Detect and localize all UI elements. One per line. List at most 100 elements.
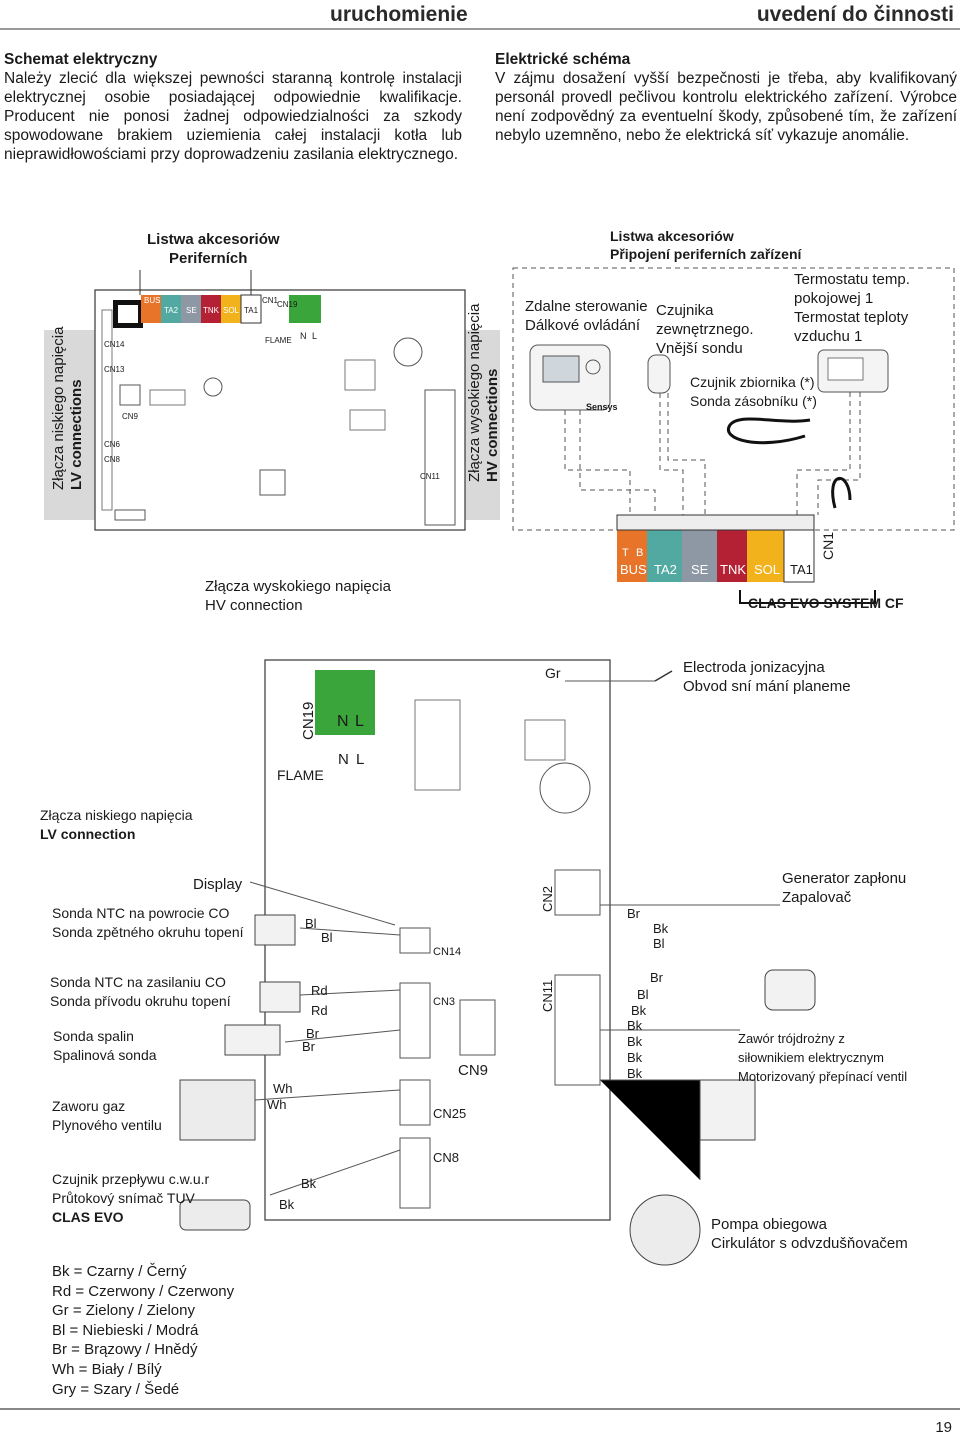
ntc-ret-1: Sonda NTC na powrocie CO [52, 905, 230, 921]
board-hv-pins [424, 389, 456, 526]
term-screws [616, 514, 815, 531]
acc-left-2: Periferních [169, 250, 248, 267]
gas-2: Plynového ventilu [52, 1117, 162, 1133]
board-term-sol [221, 295, 241, 323]
pump-label: Pompa obiegowa Cirkulátor s odvzdušňovač… [711, 1215, 908, 1253]
wire-thermo-2 [817, 392, 861, 515]
tb-b-label: B [636, 547, 644, 559]
term-bus-label: BUS [620, 562, 647, 577]
board-cn8-label: CN8 [104, 455, 121, 464]
flue-label: Sonda spalin Spalinová sonda [53, 1027, 157, 1065]
remote-screen [542, 355, 580, 383]
wire-bl-1: Bl [305, 916, 317, 931]
lv-conn-1: Złącza niskiego napięcia [40, 807, 193, 823]
accessory-left-label: Listwa akcesoriów Periferních [147, 230, 280, 268]
legend-item: Wh = Biały / Bílý [52, 1360, 162, 1378]
wire-ntc-return [299, 927, 401, 936]
conn-cn8 [399, 1137, 431, 1209]
valve-label: Zawór trójdrożny z siłownikiem elektrycz… [738, 1029, 907, 1086]
header-right: uvedení do činnosti [756, 3, 954, 26]
wire-r2-2: Bk [631, 1003, 647, 1018]
header-left: uruchomienie [330, 3, 468, 26]
display-wires [249, 881, 396, 926]
remote-2: Dálkové ovládání [525, 317, 641, 334]
n-label-top: N [337, 713, 349, 730]
flue-2: Spalinová sonda [53, 1047, 157, 1063]
term-se-block [682, 530, 717, 582]
flow-3: CLAS EVO [52, 1209, 124, 1225]
tb-t-label: T [622, 547, 629, 559]
acc-right-2: Připojení periferních zařízení [610, 246, 802, 262]
clas-bracket [739, 590, 876, 604]
cn2-label: CN2 [540, 885, 555, 912]
cn8-label: CN8 [433, 1150, 460, 1165]
ntc-flow-1: Sonda NTC na zasilaniu CO [50, 974, 226, 990]
legend-item: Bl = Niebieski / Modrá [52, 1321, 199, 1339]
wire-ext-1 [659, 393, 684, 515]
hv-connection-label: Złącza wyskokiego napięcia HV connection [205, 577, 391, 615]
thermo-1: Termostatu temp. [794, 271, 910, 288]
remote-knob [585, 359, 601, 375]
conn-cn11 [554, 974, 601, 1086]
sensys-brand: Sensys [586, 402, 618, 412]
ignition-device [764, 969, 816, 1011]
acc-left-1: Listwa akcesoriów [147, 231, 280, 248]
intro-polish-body: Należy zlecić dla większej pewności star… [4, 70, 462, 163]
rj-connector-inner [118, 305, 138, 323]
wire-r2-3: Bk [627, 1018, 643, 1033]
board-relay-2 [349, 409, 386, 431]
lv-side-line1: Złącza niskiego napięcia [50, 326, 67, 490]
board-transformer [259, 469, 286, 496]
term-tnk-block [717, 530, 747, 582]
accessory-right-label: Listwa akcesoriów Připojení periferních … [610, 227, 801, 263]
ntc-flow-2: Sonda přívodu okruhu topení [50, 993, 231, 1009]
ignition-label: Generator zapłonu Zapalovač [782, 869, 906, 907]
ion-1: Electroda jonizacyjna [683, 659, 825, 676]
board-flame-label: FLAME [265, 336, 292, 345]
main-board-top [94, 289, 466, 531]
l-label: L [356, 751, 365, 768]
ionization-electrode [654, 670, 673, 682]
wire-thermo-1 [796, 392, 851, 515]
wire-bl-2: Bl [321, 930, 333, 945]
bottom-relay-round [539, 762, 591, 814]
board-cn11-label: CN11 [420, 472, 440, 481]
tank-sensor-label: Czujnik zbiornika (*) Sonda zásobníku (*… [690, 373, 817, 411]
board-cn1-label: CN1 [262, 296, 279, 305]
ionization-label: Electroda jonizacyjna Obvod sní mání pla… [683, 658, 851, 696]
term-se-label: SE [691, 562, 709, 577]
flow-1: Czujnik przepływu c.w.u.r [52, 1171, 210, 1187]
board-cn19-label: CN19 [277, 300, 298, 309]
remote-1: Zdalne sterowanie [525, 298, 648, 315]
gas-label: Zaworu gaz Plynového ventilu [52, 1097, 162, 1135]
conn-cn14 [399, 927, 431, 954]
board-term-se [181, 295, 201, 323]
cn11-label: CN11 [540, 979, 555, 1012]
accessory-frame [512, 267, 955, 531]
lv-connection-label: Złącza niskiego napięcia LV connection [40, 806, 193, 844]
cn14-label: CN14 [433, 946, 462, 958]
board-chip-1 [149, 389, 186, 406]
cn19-label: CN19 [300, 701, 317, 740]
flow-sensor-label: Czujnik przepływu c.w.u.r Průtokový sním… [52, 1170, 209, 1227]
hv-side-line1: Złącza wysokiego napięcia [466, 303, 483, 482]
bottom-chip [414, 699, 461, 791]
conn-cn25 [399, 1079, 431, 1126]
board-bottom-header [114, 509, 146, 521]
lv-side-label: Złącza niskiego napięcia LV connections [50, 327, 86, 490]
term-ta2-block [647, 530, 682, 582]
l-label-top: L [355, 713, 364, 730]
wire-rd-1: Rd [311, 983, 328, 998]
cn9-label: CN9 [458, 1062, 489, 1079]
wire-br-1: Br [306, 1026, 319, 1041]
gas-valve-device [179, 1079, 256, 1141]
intro-polish-title: Schemat elektryczny [4, 51, 158, 68]
board-relay-round [393, 337, 423, 367]
cn3-label: CN3 [433, 996, 456, 1008]
n-label: N [338, 751, 349, 768]
pump-1: Pompa obiegowa [711, 1216, 827, 1233]
legend-item: Br = Brązowy / Hnědý [52, 1341, 198, 1359]
term-ta1-label: TA1 [790, 562, 813, 577]
wire-ext-2 [667, 393, 706, 515]
